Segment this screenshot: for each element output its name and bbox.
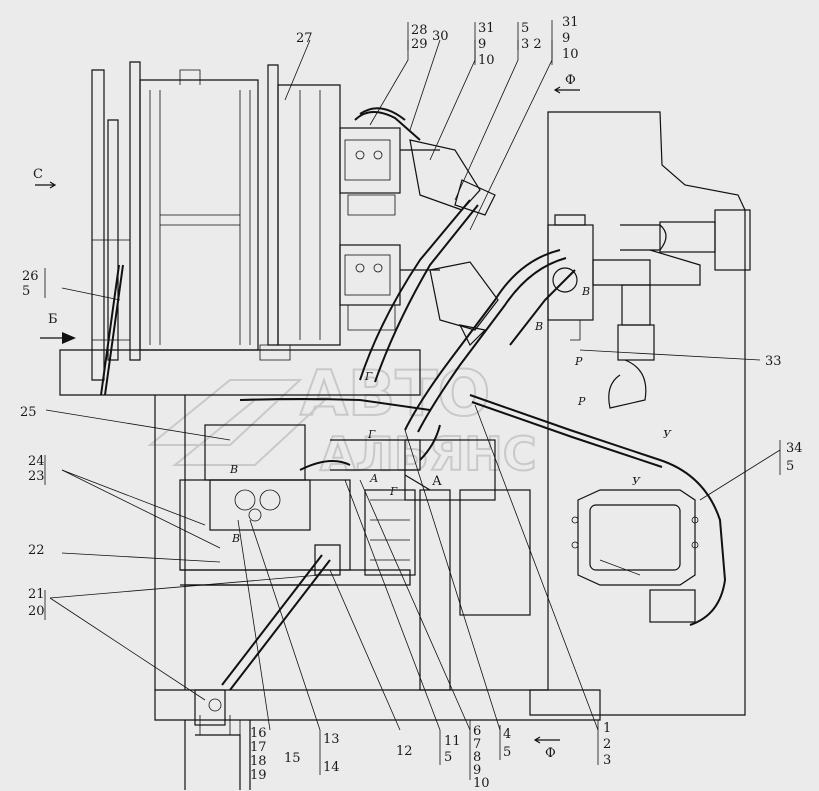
valve-block-upper bbox=[339, 127, 440, 331]
callout-18: 18 bbox=[250, 754, 267, 769]
left-rod bbox=[100, 264, 124, 396]
filter-assembly bbox=[547, 209, 751, 409]
callout-25: 25 bbox=[20, 405, 37, 420]
callout-6: 6 bbox=[473, 724, 481, 739]
view-labels: С Б А Ф Ф bbox=[33, 73, 576, 761]
callout-13: 13 bbox=[323, 732, 340, 747]
callout-bars bbox=[44, 20, 781, 785]
callout-7: 7 bbox=[473, 737, 481, 752]
pump-assembly bbox=[179, 424, 531, 691]
callout-numbers: 27 28 29 30 31 9 10 5 3 2 31 9 10 26 5 2… bbox=[20, 15, 803, 791]
callout-9b: 9 bbox=[562, 31, 570, 46]
mark-g2: Г bbox=[367, 428, 376, 441]
callout-17: 17 bbox=[250, 740, 267, 755]
control-linkage bbox=[194, 544, 341, 735]
callout-20: 20 bbox=[28, 604, 45, 619]
callout-5a: 5 bbox=[521, 21, 529, 36]
callout-33: 33 bbox=[765, 354, 782, 369]
mark-y2: У bbox=[632, 475, 641, 488]
callout-10a: 10 bbox=[478, 53, 495, 68]
hydraulic-motors bbox=[409, 139, 499, 347]
callout-3: 3 bbox=[603, 753, 611, 768]
callout-5e: 5 bbox=[786, 459, 794, 474]
mark-b3: В bbox=[229, 463, 238, 476]
view-c-label: С bbox=[33, 167, 43, 182]
control-box bbox=[571, 489, 699, 623]
callout-31b: 31 bbox=[562, 15, 579, 30]
view-arrows bbox=[35, 86, 580, 744]
mark-g3: Г bbox=[389, 485, 398, 498]
callout-31a: 31 bbox=[478, 21, 495, 36]
callout-26: 26 bbox=[22, 269, 39, 284]
callout-28: 28 bbox=[411, 23, 428, 38]
callout-11: 11 bbox=[444, 734, 461, 749]
hoses bbox=[239, 107, 727, 626]
callout-1: 1 bbox=[603, 721, 611, 736]
mark-p2: Р bbox=[577, 395, 586, 408]
callout-2: 2 bbox=[603, 737, 611, 752]
callout-9c: 9 bbox=[473, 763, 481, 778]
winch-drum bbox=[59, 61, 421, 396]
watermark-line1: АВТО bbox=[300, 357, 490, 430]
mark-g1: Г bbox=[364, 370, 373, 383]
mark-b4: В bbox=[231, 532, 240, 545]
callout-9a: 9 bbox=[478, 37, 486, 52]
base-frame bbox=[154, 689, 601, 790]
callout-4: 4 bbox=[503, 727, 511, 742]
callout-32: 3 2 bbox=[521, 37, 542, 52]
callout-15: 15 bbox=[284, 751, 301, 766]
callout-34: 34 bbox=[786, 441, 803, 456]
right-housing bbox=[529, 111, 746, 716]
callout-19: 19 bbox=[250, 768, 267, 783]
callout-27: 27 bbox=[296, 31, 313, 46]
callout-29: 29 bbox=[411, 37, 428, 52]
callout-5d: 5 bbox=[503, 745, 511, 760]
mark-a1: А bbox=[369, 472, 378, 485]
lower-frame bbox=[154, 395, 330, 690]
watermark-line2: АЛЬЯНС bbox=[320, 427, 537, 481]
mark-b2: В bbox=[534, 320, 543, 333]
view-f-top-label: Ф bbox=[565, 73, 576, 88]
callout-10c: 10 bbox=[473, 776, 490, 791]
callout-30: 30 bbox=[432, 29, 449, 44]
view-b-label: Б bbox=[48, 312, 58, 327]
mark-y1: У bbox=[663, 428, 672, 441]
callout-5c: 5 bbox=[444, 750, 452, 765]
callout-14: 14 bbox=[323, 760, 340, 775]
callout-22: 22 bbox=[28, 543, 45, 558]
callout-21: 21 bbox=[28, 587, 45, 602]
callout-16: 16 bbox=[250, 726, 267, 741]
callout-10b: 10 bbox=[562, 47, 579, 62]
callout-12: 12 bbox=[396, 744, 413, 759]
mark-p1: Р bbox=[574, 355, 583, 368]
small-marks: В В В В Р Р У У Г Г Г А bbox=[229, 285, 672, 545]
callout-23: 23 bbox=[28, 469, 45, 484]
callout-24: 24 bbox=[28, 454, 45, 469]
watermark: АВТО АЛЬЯНС bbox=[147, 356, 538, 482]
callout-8: 8 bbox=[473, 750, 481, 765]
callout-5b: 5 bbox=[22, 284, 30, 299]
view-a-label: А bbox=[432, 474, 442, 489]
mark-b1: В bbox=[581, 285, 590, 298]
view-f-bottom-label: Ф bbox=[545, 746, 556, 761]
